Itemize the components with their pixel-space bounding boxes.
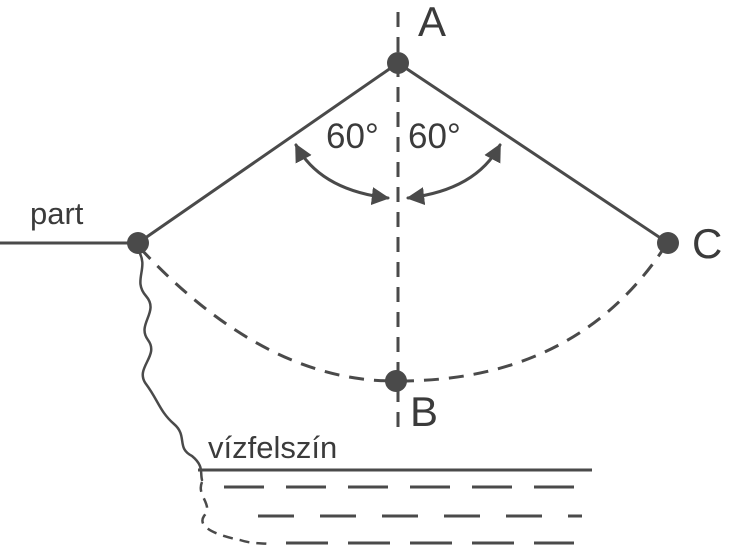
point-shore-dot — [127, 232, 149, 254]
label-a: A — [418, 0, 446, 45]
segment-a-c — [396, 61, 670, 245]
bank-underwater — [199, 481, 271, 546]
bank-profile — [136, 248, 204, 482]
angle-arc-right — [406, 143, 502, 206]
label-c: C — [692, 220, 722, 267]
swing-arc — [138, 246, 666, 383]
point-b-dot — [385, 370, 407, 392]
label-water-surface: vízfelszín — [208, 430, 337, 465]
point-c-dot — [657, 232, 679, 254]
label-shore: part — [30, 196, 84, 231]
angle-arc-left — [294, 143, 390, 206]
label-b: B — [410, 388, 438, 435]
label-angle-left: 60° — [326, 117, 379, 156]
point-a-dot — [387, 52, 409, 74]
label-angle-right: 60° — [408, 117, 461, 156]
segment-a-left — [136, 61, 400, 245]
